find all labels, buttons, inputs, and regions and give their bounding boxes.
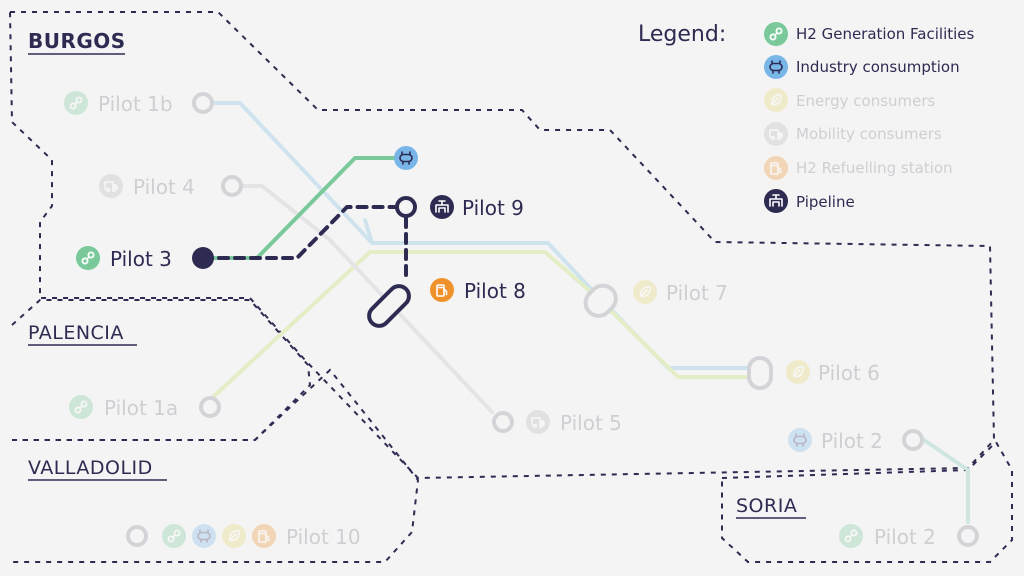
pilot-1a-icon [69, 395, 93, 419]
pilot-9-icon [430, 195, 454, 219]
legend-label-industry: Industry consumption [796, 58, 960, 76]
pilot-3-icon [76, 246, 100, 270]
h2-generation-icon [764, 22, 788, 46]
pilot-1b-icon [64, 91, 88, 115]
route-pilot-1a-yellow [210, 250, 750, 400]
region-label-palencia: PALENCIA [28, 322, 124, 344]
legend-label-mobility: Mobility consumers [796, 125, 942, 143]
route-pilot-4-grey [242, 184, 494, 414]
route-pilot-2-teal [922, 438, 970, 524]
station-pilot-2-east[interactable] [902, 429, 924, 451]
legend-item-refuelling[interactable]: H2 Refuelling station [764, 156, 953, 180]
energy-icon [764, 88, 788, 112]
pilot-10-icon-refuelling [252, 524, 276, 548]
pilot-6-label[interactable]: Pilot 6 [818, 361, 880, 385]
pilot-8-icon [430, 278, 454, 302]
pilot-1b-label[interactable]: Pilot 1b [98, 92, 173, 116]
legend: Legend: H2 Generation Facilities Industr… [638, 22, 975, 213]
region-label-burgos: BURGOS [28, 29, 126, 53]
legend-item-mobility[interactable]: Mobility consumers [764, 122, 942, 146]
legend-label-energy: Energy consumers [796, 92, 936, 110]
pilot-3-label[interactable]: Pilot 3 [110, 247, 172, 271]
station-pilot-10[interactable] [126, 525, 148, 547]
active-routes [201, 156, 408, 284]
station-pilot-4[interactable] [221, 175, 243, 197]
station-pilot-3[interactable] [192, 247, 214, 269]
legend-label-pipeline: Pipeline [796, 193, 855, 211]
pilot-1a-label[interactable]: Pilot 1a [104, 396, 178, 420]
legend-item-h2-generation[interactable]: H2 Generation Facilities [764, 22, 975, 46]
pilot-10-icon-energy [222, 524, 246, 548]
station-pilot-5[interactable] [492, 411, 514, 433]
mobility-icon [764, 122, 788, 146]
industry-icon [764, 55, 788, 79]
faded-routes [210, 101, 970, 524]
legend-item-industry[interactable]: Industry consumption [764, 55, 960, 79]
station-pilot-7[interactable] [580, 280, 621, 321]
region-label-valladolid: VALLADOLID [28, 457, 153, 479]
station-pilot-8[interactable] [365, 282, 413, 330]
pilot-10-icon-industry [192, 524, 216, 548]
pilot-2-soria-label[interactable]: Pilot 2 [874, 525, 936, 549]
pilot-2-east-icon [788, 428, 812, 452]
route-pilot-1b-blue [212, 101, 750, 370]
legend-label-h2-generation: H2 Generation Facilities [796, 25, 975, 43]
station-pilot-1b[interactable] [192, 92, 214, 114]
pilot-labels: Pilot 1b Pilot 4 Pilot 3 Pilot 9 Pilot 8… [98, 92, 936, 549]
station-pilot-9[interactable] [395, 196, 417, 218]
pilot-10-label[interactable]: Pilot 10 [286, 525, 361, 549]
pilot-7-icon [633, 280, 657, 304]
legend-title: Legend: [638, 22, 726, 47]
pilot-9-label[interactable]: Pilot 9 [462, 196, 524, 220]
region-labels: BURGOS PALENCIA VALLADOLID SORIA [28, 29, 806, 519]
pilot-2-east-label[interactable]: Pilot 2 [821, 429, 883, 453]
valladolid-border [12, 368, 420, 563]
pilot-8-label[interactable]: Pilot 8 [464, 279, 526, 303]
route-pipeline-dashed [201, 205, 397, 260]
industry-endpoint-icon[interactable] [394, 146, 418, 170]
pipeline-icon [764, 189, 788, 213]
pilot-2-soria-icon [839, 524, 863, 548]
legend-item-energy[interactable]: Energy consumers [764, 88, 936, 112]
pilot-5-icon [526, 410, 550, 434]
region-label-soria: SORIA [736, 495, 797, 517]
legend-label-refuelling: H2 Refuelling station [796, 159, 953, 177]
legend-item-pipeline[interactable]: Pipeline [764, 189, 855, 213]
station-pilot-1a[interactable] [199, 396, 221, 418]
refuelling-icon [764, 156, 788, 180]
station-pilot-2-soria[interactable] [957, 525, 979, 547]
soria-border [721, 440, 1013, 563]
map-icons [64, 91, 863, 548]
pilot-7-label[interactable]: Pilot 7 [666, 281, 728, 305]
station-pilot-6[interactable] [747, 356, 773, 390]
stations [126, 92, 979, 547]
pilot-5-label[interactable]: Pilot 5 [560, 411, 622, 435]
pilot-10-icon-h2 [162, 524, 186, 548]
route-center-blue-bend [363, 218, 374, 245]
pilot-6-icon [786, 360, 810, 384]
pilot-4-icon [99, 174, 123, 198]
pilot-4-label[interactable]: Pilot 4 [133, 175, 195, 199]
